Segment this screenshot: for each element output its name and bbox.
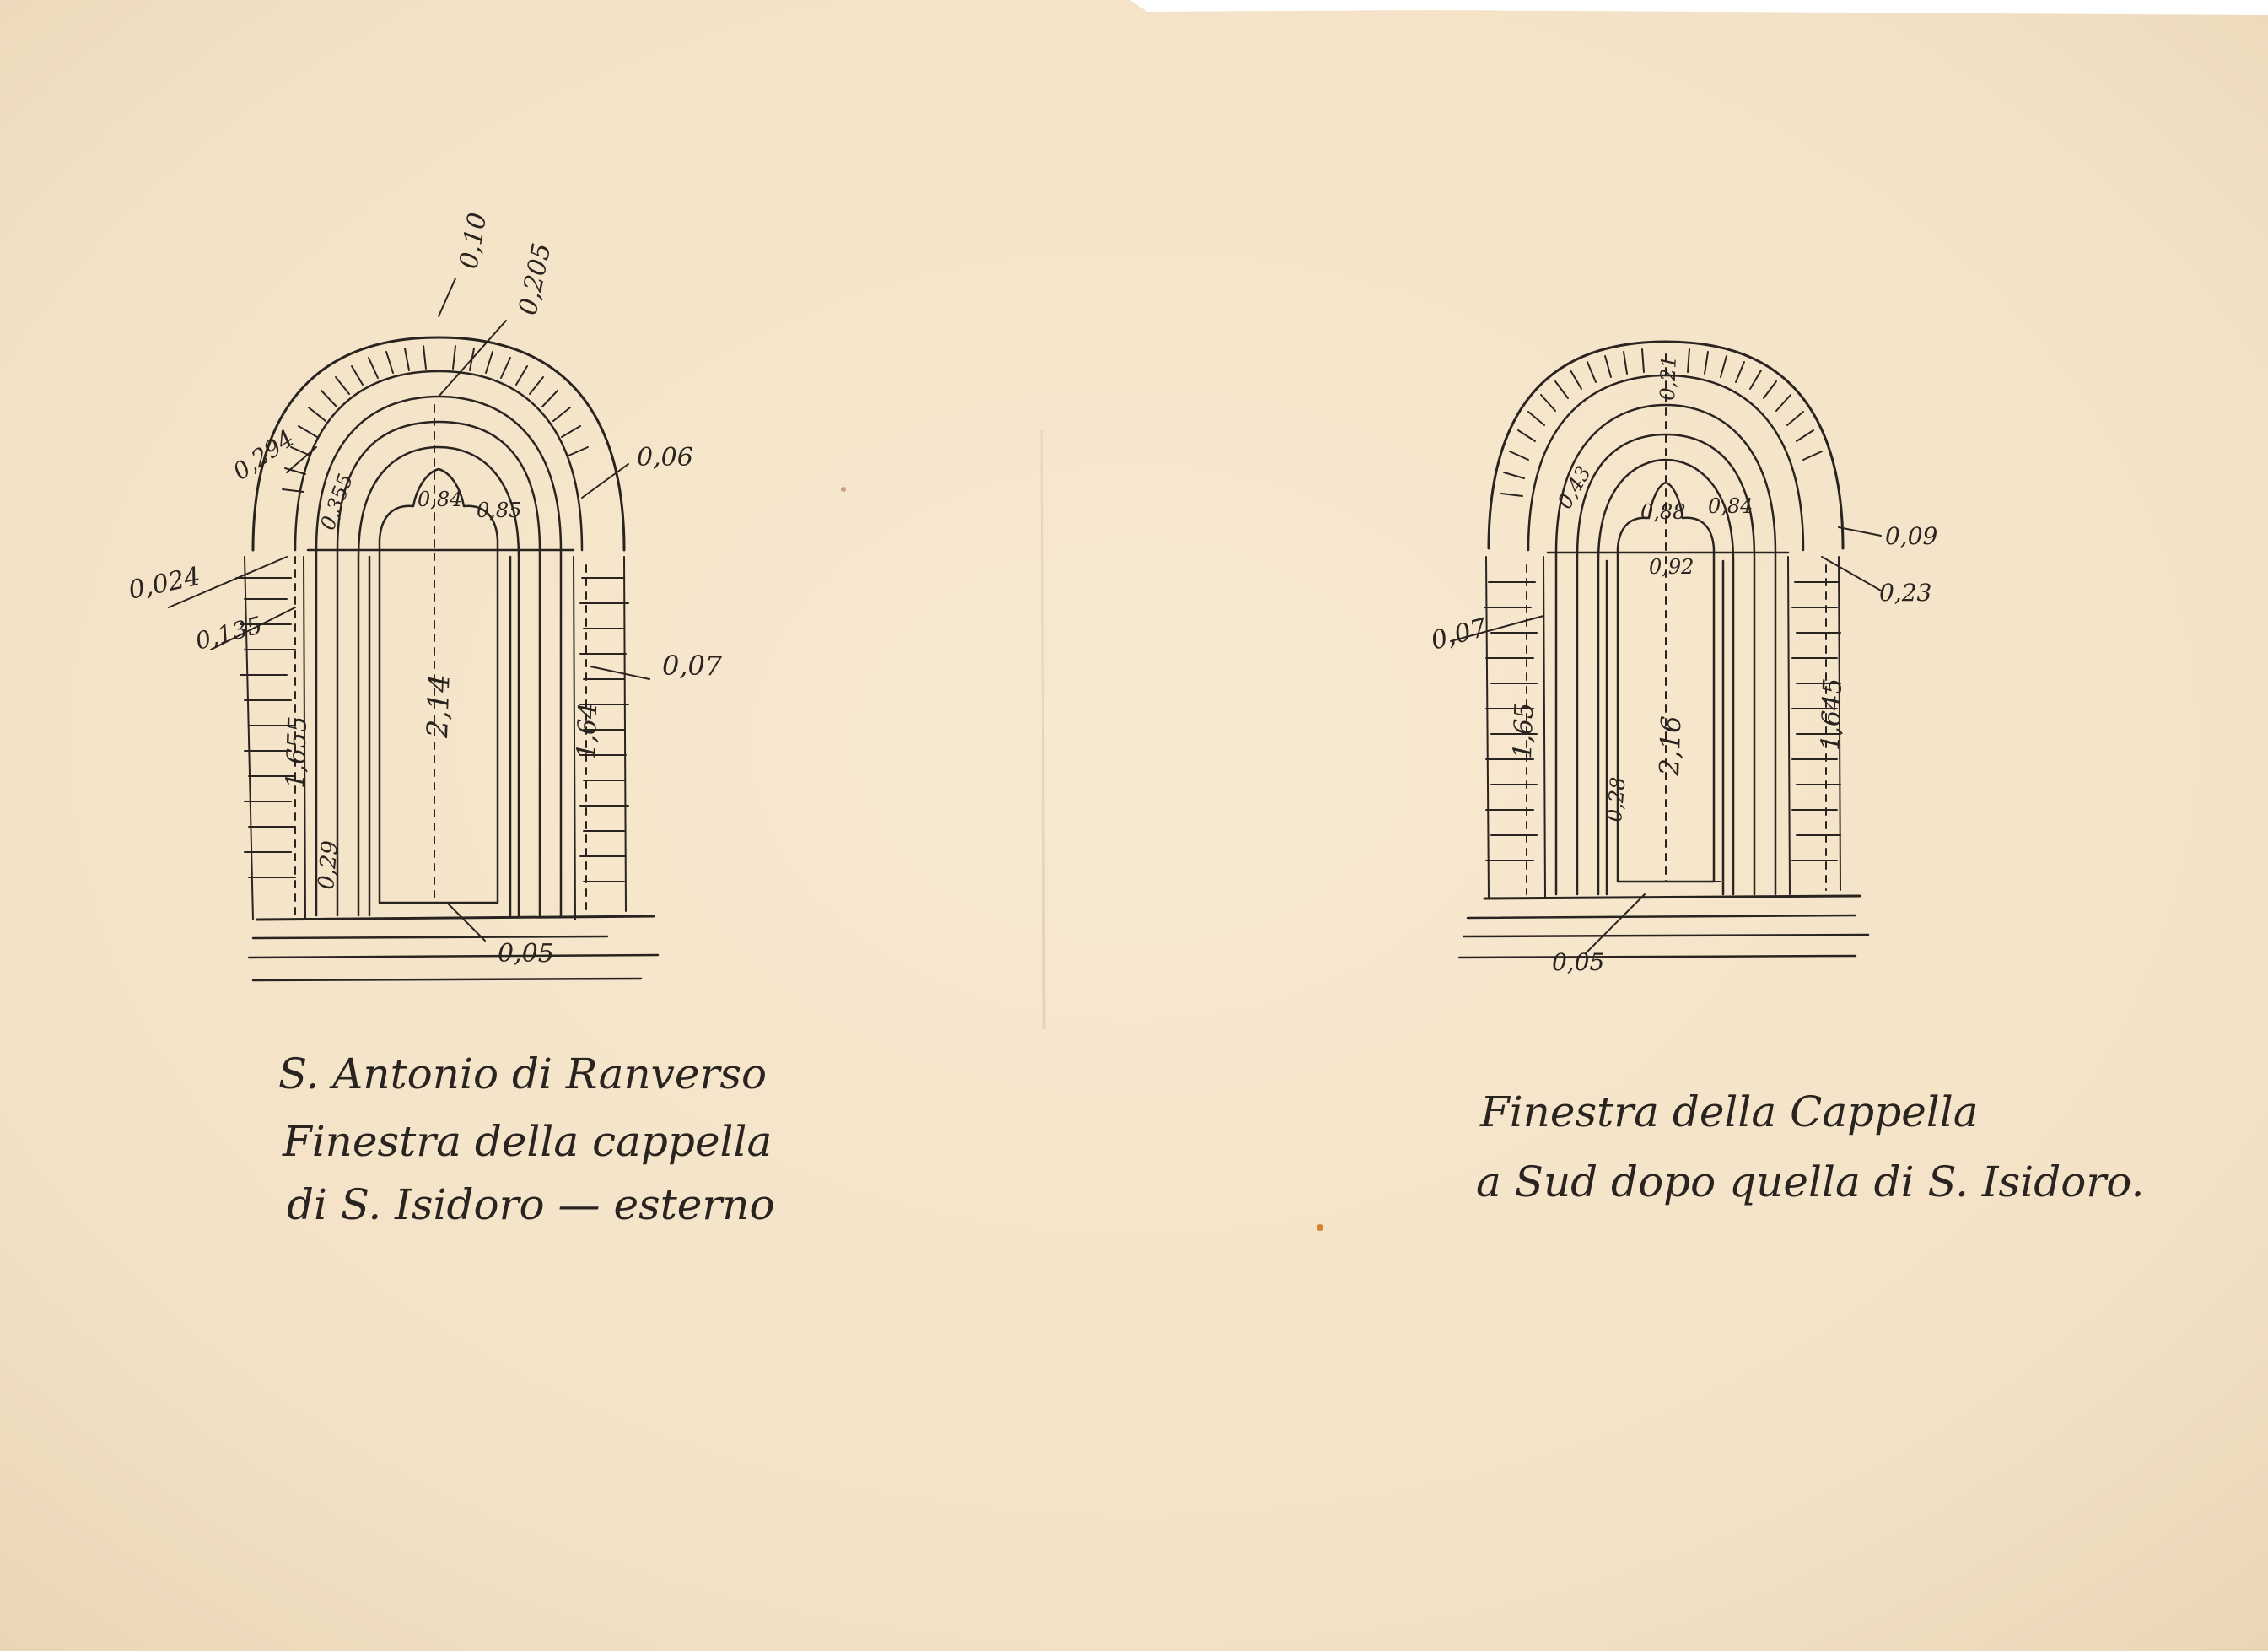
ink-spot	[841, 487, 846, 492]
left-window-drawing	[168, 278, 660, 982]
left-voussoir-inner-arc	[294, 370, 584, 552]
right-base-line-3	[1457, 954, 1857, 959]
right-dim-2-16: 2,16	[1653, 715, 1687, 778]
right-masonry-left	[1484, 556, 1546, 899]
left-voussoir-strokes	[282, 345, 589, 493]
right-caption-line-2: a Sud dopo quella di S. Isidoro.	[1476, 1157, 2144, 1206]
left-dim-0-85: 0,85	[477, 499, 521, 522]
right-leader-lines	[1450, 526, 1882, 954]
left-moulding-3	[357, 445, 520, 917]
right-moulding-3	[1597, 458, 1735, 896]
right-dim-0-84: 0,84	[1708, 494, 1753, 518]
left-dim-0-07: 0,07	[662, 650, 723, 682]
right-dim-0-09: 0,09	[1885, 522, 1937, 550]
left-window-opening	[378, 467, 499, 904]
right-caption: Finestra della Cappella a Sud dopo quell…	[1476, 1087, 2144, 1206]
right-window-drawing	[1450, 340, 1882, 959]
right-base-line-1	[1466, 914, 1857, 920]
left-masonry-right	[573, 556, 629, 920]
left-dimension-guides	[294, 404, 587, 916]
right-caption-line-1: Finestra della Cappella	[1479, 1087, 1979, 1136]
right-base-line-2	[1462, 933, 1870, 938]
left-base-line-2	[247, 953, 660, 959]
left-dim-1-655: 1,655	[281, 715, 313, 789]
right-dim-0-21: 0,21	[1656, 355, 1681, 401]
left-caption-line-2: Finestra della cappella	[282, 1117, 772, 1166]
right-dim-0-28: 0,28	[1603, 776, 1630, 823]
right-dim-0-05: 0,05	[1552, 948, 1604, 976]
left-sill-line	[256, 915, 655, 921]
left-dim-2-14: 2,14	[421, 673, 457, 739]
right-moulding-1	[1554, 403, 1777, 896]
right-masonry-right	[1787, 556, 1841, 895]
left-caption-line-1: S. Antonio di Ranverso	[278, 1049, 767, 1098]
right-voussoir-strokes	[1500, 348, 1823, 497]
left-caption: S. Antonio di Ranverso Finestra della ca…	[278, 1049, 775, 1229]
right-dim-0-23: 0,23	[1879, 579, 1931, 607]
left-dim-0-05: 0,05	[498, 939, 554, 968]
right-dimension-labels: 0,21 0,43 0,88 0,84 0,92 0,09 0,23 0,07 …	[1428, 355, 1937, 976]
ink-spot	[1317, 1224, 1323, 1231]
right-dim-0-88: 0,88	[1640, 500, 1685, 524]
left-masonry-left	[235, 556, 306, 920]
right-dim-1-65: 1,65	[1508, 702, 1539, 759]
left-dim-1-64: 1,64	[572, 702, 603, 759]
left-caption-line-3: di S. Isidoro — esterno	[287, 1180, 775, 1229]
paper-fold	[1040, 429, 1046, 1030]
left-dim-0-84: 0,84	[418, 488, 462, 511]
left-dim-0-06: 0,06	[637, 443, 693, 472]
left-moulding-2	[336, 420, 541, 917]
right-sill-line	[1483, 894, 1861, 900]
right-dim-1-645: 1,645	[1816, 677, 1848, 751]
left-leader-lines	[168, 278, 650, 942]
right-dim-0-92: 0,92	[1649, 555, 1694, 579]
right-outer-arch	[1487, 340, 1845, 550]
left-dim-0-29: 0,29	[314, 839, 343, 890]
left-outer-arch	[251, 336, 626, 552]
left-base-line-1	[251, 935, 609, 940]
left-base-line-3	[251, 977, 643, 982]
